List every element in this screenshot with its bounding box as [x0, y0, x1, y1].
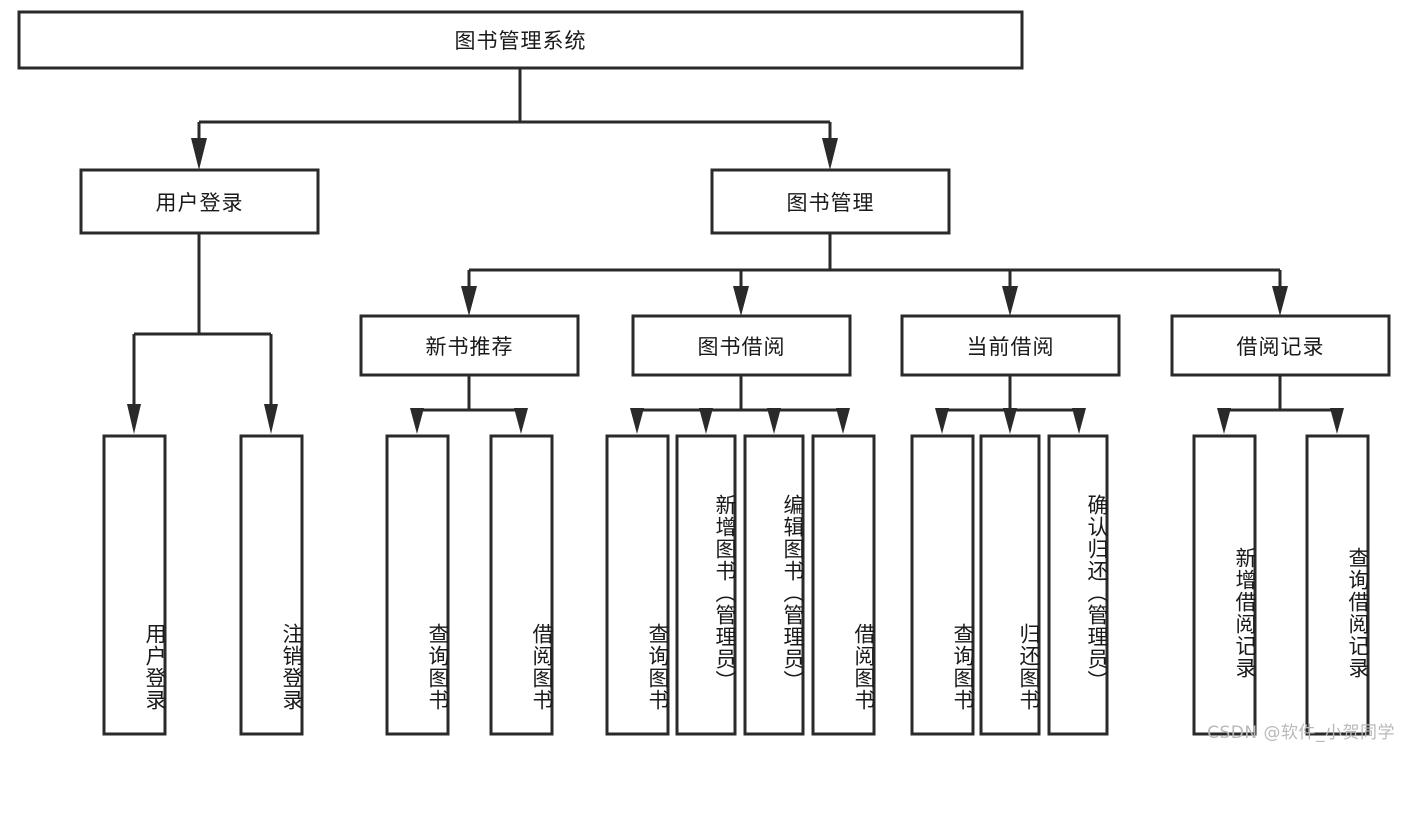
node-root[interactable] [17, 10, 1024, 70]
node-current-borrow[interactable] [900, 314, 1121, 377]
arrow-head-borrow-record [1272, 286, 1288, 316]
arrow-head-leaf-logout-login [264, 404, 278, 434]
edge-group-borrow-record [1217, 375, 1344, 434]
node-leaf-add-book[interactable] [675, 434, 737, 736]
node-leaf-add-record[interactable] [1192, 434, 1257, 736]
node-user-login[interactable] [79, 168, 320, 235]
node-leaf-query-book-3[interactable] [910, 434, 975, 736]
node-book-borrow[interactable] [631, 314, 852, 377]
node-book-manage[interactable] [710, 168, 951, 235]
arrow-head-current-borrow [1002, 286, 1018, 316]
arrow-head-leaf-add-record [1217, 408, 1231, 434]
arrow-head-new-book-recommend [461, 286, 477, 316]
arrow-head-book-manage [822, 138, 838, 170]
arrow-head-leaf-query-book-3 [935, 408, 949, 434]
arrow-head-leaf-query-book-2 [630, 408, 644, 434]
arrow-head-leaf-edit-book [767, 408, 781, 434]
arrow-head-leaf-query-record [1330, 408, 1344, 434]
arrow-head-leaf-user-login [127, 404, 141, 434]
edge-group-new-book-recommend [410, 375, 528, 434]
edge-group-book-borrow [630, 375, 850, 434]
diagram-canvas [17, 10, 1391, 736]
node-leaf-query-book-2[interactable] [605, 434, 670, 736]
node-leaf-query-record[interactable] [1305, 434, 1370, 736]
node-leaf-return-book[interactable] [979, 434, 1041, 736]
arrow-head-leaf-query-book-1 [410, 408, 424, 434]
edge-group-book-manage [461, 233, 1288, 316]
node-leaf-borrow-book-2[interactable] [811, 434, 876, 736]
node-borrow-record[interactable] [1170, 314, 1391, 377]
node-new-book-recommend[interactable] [359, 314, 580, 377]
watermark-text: CSDN @软件_小贺同学 [1207, 723, 1395, 743]
edge-group-user-login [127, 233, 278, 434]
node-leaf-borrow-book-1[interactable] [489, 434, 554, 736]
arrow-head-leaf-confirm-return [1072, 408, 1086, 434]
edge-group-root [191, 68, 838, 170]
flowchart-diagram: 图书管理系统 用户登录 图书管理 新书推荐 图书借阅 当前借阅 借阅记录 用户登… [17, 10, 1395, 743]
arrow-head-leaf-borrow-book-1 [514, 408, 528, 434]
arrow-head-leaf-borrow-book-2 [836, 408, 850, 434]
arrow-head-leaf-add-book [699, 408, 713, 434]
node-leaf-query-book-1[interactable] [385, 434, 450, 736]
arrow-head-user-login [191, 138, 207, 170]
node-leaf-edit-book[interactable] [743, 434, 805, 736]
arrow-head-leaf-return-book [1003, 408, 1017, 434]
node-leaf-user-login[interactable] [102, 434, 167, 736]
edge-group-current-borrow [935, 375, 1086, 434]
arrow-head-book-borrow [733, 286, 749, 316]
node-leaf-confirm-return[interactable] [1047, 434, 1109, 736]
node-leaf-logout-login[interactable] [239, 434, 304, 736]
